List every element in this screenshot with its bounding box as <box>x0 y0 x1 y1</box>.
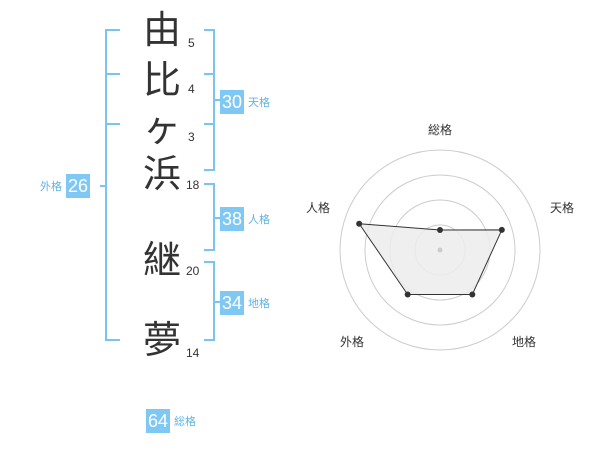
stroke-count-5: 20 <box>186 264 200 278</box>
radar-label-gaikaku: 外格 <box>340 334 364 349</box>
stroke-count-2: 4 <box>188 82 195 96</box>
tenkaku-value: 30 <box>220 90 245 114</box>
stroke-count-3: 3 <box>188 130 195 144</box>
name-char-1: 由 <box>142 8 181 52</box>
jinkaku-value: 38 <box>220 207 245 231</box>
name-char-4: 浜 <box>142 152 181 196</box>
radar-point <box>404 291 411 298</box>
name-char-2: 比 <box>142 58 181 102</box>
radar-point <box>469 291 476 298</box>
radar-label-chikaku: 地格 <box>512 334 536 349</box>
stroke-count-6: 14 <box>186 346 200 360</box>
stroke-count-1: 5 <box>188 36 195 50</box>
radar-point <box>356 220 363 227</box>
soukaku-label: 総格 <box>174 415 197 428</box>
name-char-3: ヶ <box>142 106 181 150</box>
chikaku-badge: 34 地格 <box>220 291 270 315</box>
radar-point <box>498 226 505 233</box>
radar-center-dot <box>437 247 443 253</box>
radar-points <box>356 220 505 298</box>
tenkaku-badge: 30 天格 <box>220 90 270 114</box>
radar-polygon <box>358 223 503 295</box>
gaikaku-label: 外格 <box>40 180 62 193</box>
chikaku-value: 34 <box>220 291 245 315</box>
radar-point <box>437 227 443 233</box>
name-char-5: 継 <box>142 238 181 282</box>
tenkaku-label: 天格 <box>248 96 271 109</box>
chikaku-label: 地格 <box>248 297 271 310</box>
radar-ring <box>364 174 516 326</box>
gaikaku-badge: 外格 26 <box>40 174 91 198</box>
stroke-count-4: 18 <box>186 178 200 192</box>
radar-label-jinkaku: 人格 <box>306 200 330 215</box>
radar-label-soukaku: 総格 <box>428 122 452 137</box>
soukaku-badge: 64 総格 <box>146 409 196 433</box>
radar-label-tenkaku: 天格 <box>550 200 574 215</box>
soukaku-value: 64 <box>146 409 171 433</box>
jinkaku-badge: 38 人格 <box>220 207 270 231</box>
radar-ring <box>339 149 541 351</box>
gaikaku-value: 26 <box>66 174 91 198</box>
name-char-6: 夢 <box>142 318 181 362</box>
jinkaku-label: 人格 <box>248 213 271 226</box>
